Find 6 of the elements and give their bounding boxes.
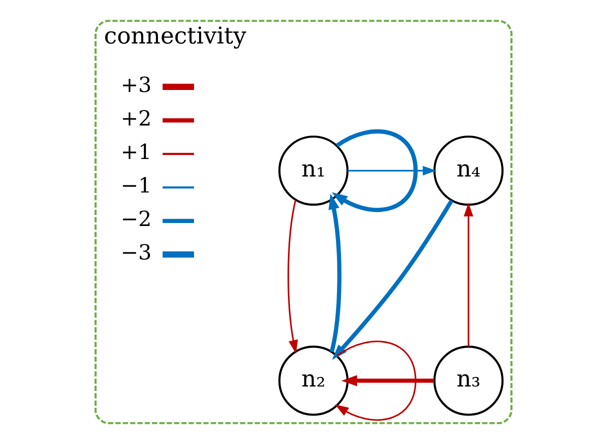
legend-label: +3: [120, 73, 152, 98]
legend-label: +2: [120, 106, 152, 131]
legend-label: −3: [120, 240, 152, 265]
legend-label: −2: [120, 207, 152, 232]
legend-label: −1: [120, 174, 152, 198]
legend-label: +1: [120, 140, 152, 164]
